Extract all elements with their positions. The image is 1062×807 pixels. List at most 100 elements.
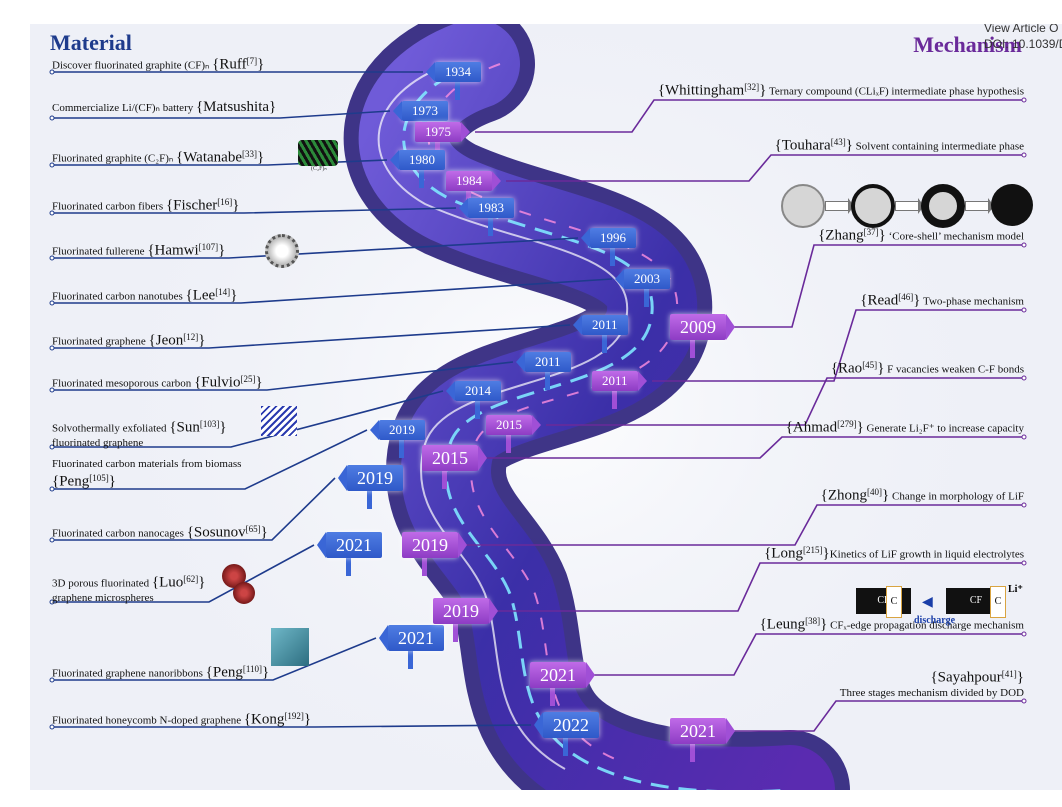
material-description: Fluorinated honeycomb N-doped graphene — [52, 714, 244, 727]
year-text: 2015 — [496, 417, 522, 432]
material-label-line: Fluorinated fullerene {Hamwi[107]} — [52, 240, 225, 259]
mechanism-label: {Zhang[37]} ‘Core-shell’ mechanism model — [818, 225, 1024, 244]
material-year-tag: 2022 — [534, 712, 599, 738]
connector-line — [52, 477, 336, 541]
tag-arrow-icon — [726, 718, 735, 744]
tag-post — [475, 401, 480, 419]
tag-post — [422, 558, 427, 576]
connector-line — [590, 633, 1024, 676]
material-reference: [65] — [245, 524, 261, 534]
year-text: 2019 — [389, 422, 415, 437]
tag-post — [453, 624, 458, 642]
mechanism-description: Change in morphology of LiF — [889, 490, 1024, 503]
core-shell-stage-4 — [991, 184, 1033, 226]
mechanism-author-close: } — [913, 292, 921, 309]
connector-line — [52, 637, 377, 681]
mechanism-reference: [40] — [867, 487, 883, 497]
material-label: Commercialize Li/(CF)ₙ battery {Matsushi… — [52, 100, 276, 115]
tag-arrow-icon — [726, 314, 735, 340]
material-year-tag: 2021 — [379, 625, 444, 651]
tag-post — [455, 82, 460, 100]
mechanism-year-tag: 2011 — [592, 371, 647, 391]
material-label: 3D porous fluorinated {Luo[62]}graphene … — [52, 572, 205, 605]
connector-line — [52, 159, 388, 166]
connector-end-dot — [1021, 242, 1027, 248]
core-shell-stage-2 — [851, 184, 895, 228]
mechanism-author-close: } — [882, 487, 890, 504]
material-description: Fluorinated mesoporous carbon — [52, 377, 195, 390]
connector-end-dot — [49, 599, 55, 605]
year-text: 2022 — [553, 715, 589, 735]
doi-text: DOI: 10.1039/D2EE04 — [984, 37, 1062, 51]
tag-post — [690, 340, 695, 358]
material-description: Fluorinated graphene — [52, 335, 149, 348]
tag-post — [408, 651, 413, 669]
material-author: {Lee — [185, 287, 216, 304]
material-author: {Sosunov — [186, 524, 246, 541]
connector-end-dot — [1021, 434, 1027, 440]
mechanism-year-tag: 2015 — [422, 445, 487, 471]
mechanism-reference: [46] — [898, 292, 914, 302]
material-label: Solvothermally exfoliated {Sun[103]}fluo… — [52, 417, 227, 450]
connector-line — [506, 154, 1024, 182]
material-author-close: } — [232, 197, 240, 214]
tag-arrow-icon — [393, 101, 402, 121]
material-reference: [103] — [199, 419, 220, 429]
tag-arrow-icon — [534, 712, 543, 738]
tag-post — [545, 372, 550, 390]
material-author: {Kong — [243, 711, 285, 728]
connector-end-dot — [49, 115, 55, 121]
tag-arrow-icon — [489, 598, 498, 624]
connector-line — [52, 237, 579, 259]
tag-arrow-icon — [615, 269, 624, 289]
year-text: 2019 — [357, 468, 393, 488]
c-block-right: C — [990, 586, 1006, 618]
material-author: {Peng — [205, 664, 243, 681]
mechanism-label: {Rao[45]} F vacancies weaken C-F bonds — [831, 358, 1024, 377]
mechanism-label-line: {Sayahpour[41]} — [840, 667, 1024, 686]
material-author: {Watanabe — [176, 149, 242, 166]
road-background — [49, 24, 1027, 790]
material-reference: [110] — [242, 664, 263, 674]
c-block-left: C — [886, 586, 902, 618]
material-year-tag: 1980 — [390, 150, 445, 170]
timeline-figure: Material Mechanism Discover fluorinated … — [30, 24, 1062, 790]
connector-end-dot — [49, 387, 55, 393]
connector-end-dot — [49, 255, 55, 261]
material-reference: [16] — [217, 197, 233, 207]
connector-end-dot — [1021, 631, 1027, 637]
mechanism-description: Ternary compound (CLiₓF) intermediate ph… — [766, 85, 1024, 98]
material-label: Fluorinated fullerene {Hamwi[107]} — [52, 240, 225, 259]
mechanism-label-line: {Touhara[43]} Solvent containing interme… — [775, 135, 1024, 154]
road-lane-cyan — [402, 62, 790, 790]
mechanism-label-line: {Long[215]}Kinetics of LiF growth in liq… — [764, 543, 1024, 562]
material-label-line: Commercialize Li/(CF)ₙ battery {Matsushi… — [52, 100, 276, 115]
connector-line — [52, 110, 391, 119]
mechanism-label: {Whittingham[32]} Ternary compound (CLiₓ… — [658, 80, 1024, 99]
year-text: 2003 — [634, 271, 660, 286]
material-label-line: fluorinated graphene — [52, 436, 227, 450]
year-text: 2021 — [398, 628, 434, 648]
connector-line — [730, 244, 1024, 328]
mechanism-author: {Leung — [759, 616, 806, 633]
material-year-tag: 2011 — [573, 315, 628, 335]
tag-arrow-icon — [390, 150, 399, 170]
tag-arrow-icon — [426, 62, 435, 82]
mechanism-label-line: Three stages mechanism divided by DOD — [840, 686, 1024, 700]
connector-end-dot — [49, 724, 55, 730]
core-shell-stage-3 — [921, 184, 965, 228]
view-article-link[interactable]: View Article O DOI: 10.1039/D2EE04 — [984, 24, 1062, 52]
mechanism-label-line: {Ahmad[279]} Generate Li₂F⁺ to increase … — [786, 417, 1024, 436]
connector-end-dot — [49, 486, 55, 492]
material-label-line: Fluorinated carbon nanocages {Sosunov[65… — [52, 522, 268, 541]
material-label: Fluorinated carbon fibers {Fischer[16]} — [52, 195, 240, 214]
mechanism-description: Solvent containing intermediate phase — [852, 140, 1024, 153]
tag-arrow-icon — [459, 198, 468, 218]
material-label: Fluorinated graphene {Jeon[12]} — [52, 330, 205, 349]
connector-line — [730, 700, 1024, 732]
mechanism-year-tag: 2021 — [670, 718, 735, 744]
view-article-text[interactable]: View Article O — [984, 24, 1059, 35]
mechanism-label: {Zhong[40]} Change in morphology of LiF — [821, 485, 1024, 504]
material-reference: [12] — [183, 332, 199, 342]
tag-arrow-icon — [478, 445, 487, 471]
